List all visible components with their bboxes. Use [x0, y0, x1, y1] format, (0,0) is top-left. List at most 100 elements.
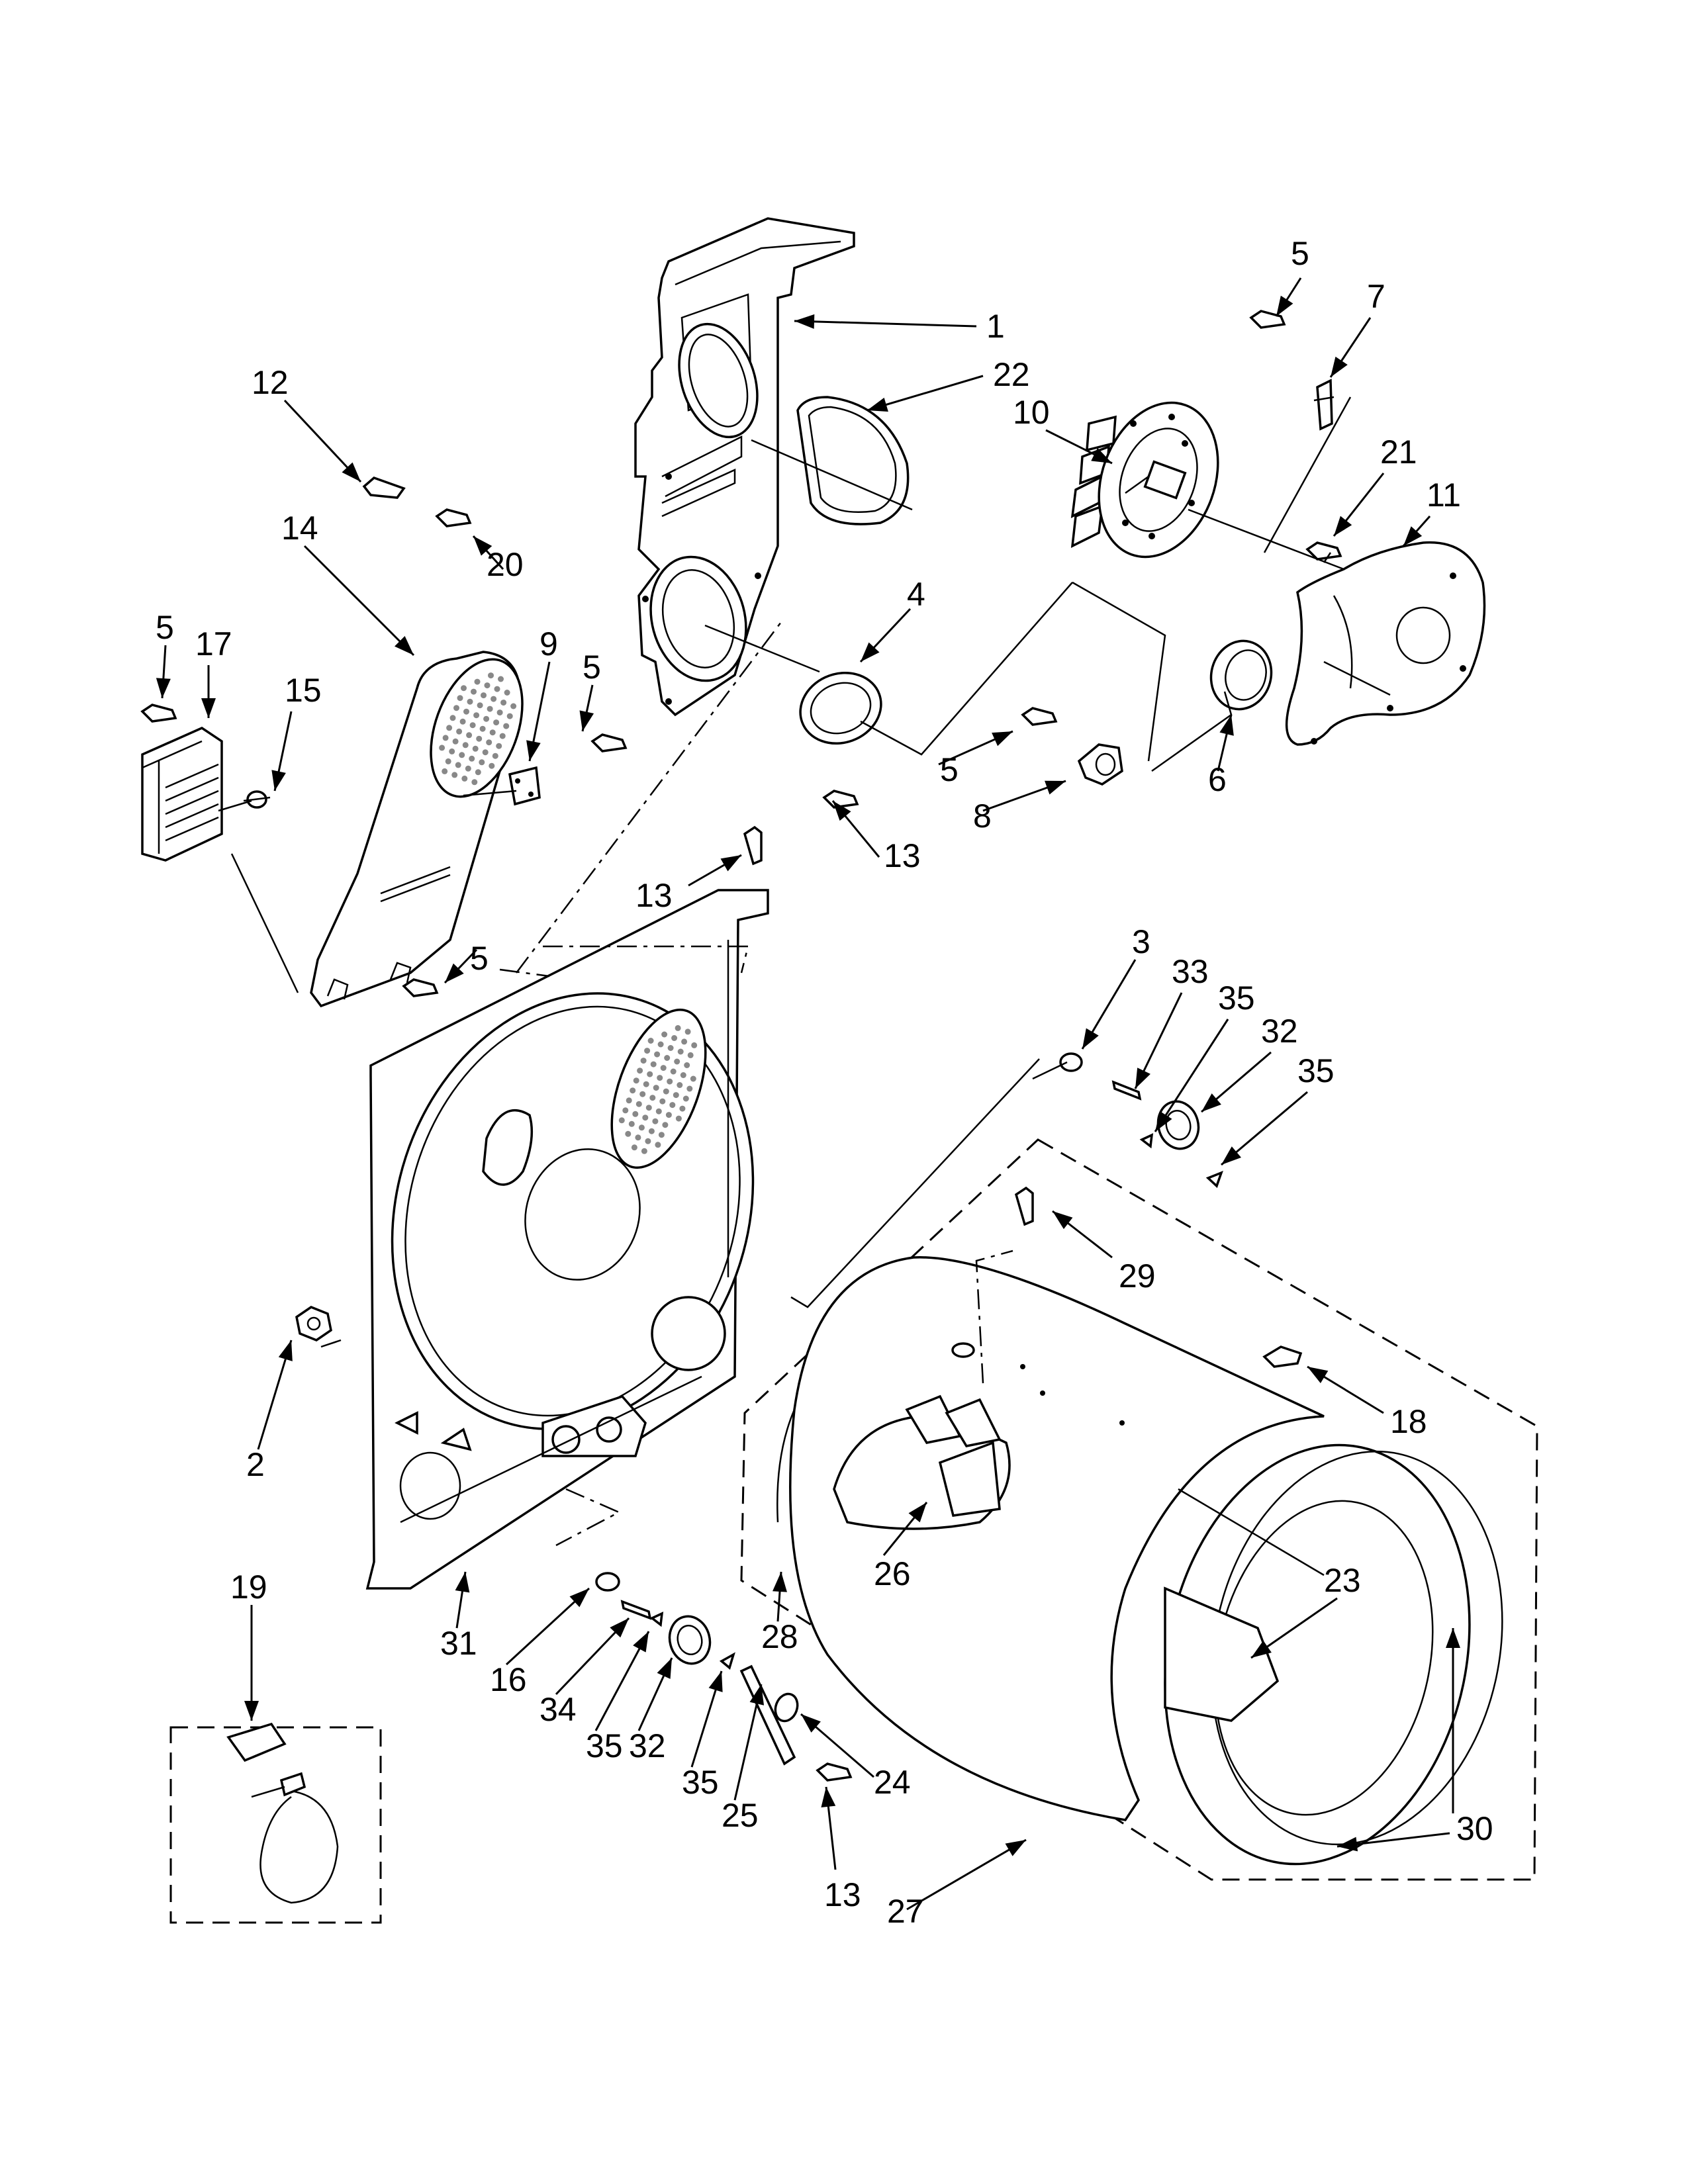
callout-19: 19	[230, 1569, 267, 1606]
perforation-hole	[670, 1068, 677, 1075]
perforation-hole	[655, 1108, 662, 1115]
leader-arrowhead	[579, 710, 594, 731]
leader-arrowhead	[821, 1787, 836, 1808]
part-8-drive-nut	[1077, 743, 1123, 786]
callout-22: 22	[993, 356, 1030, 393]
perforation-hole	[637, 1068, 643, 1074]
perforation-hole	[662, 1122, 669, 1128]
callout-26: 26	[874, 1555, 911, 1592]
perforation-hole	[479, 725, 486, 732]
perforation-hole	[677, 1082, 683, 1088]
perforation-hole	[475, 769, 481, 776]
callout-13-lower: 13	[824, 1876, 861, 1913]
part-22-duct-seal	[796, 396, 910, 525]
perforation-hole	[491, 696, 497, 702]
callout-12: 12	[252, 364, 289, 401]
perforation-hole	[484, 682, 491, 689]
perforation-hole	[628, 1120, 635, 1127]
callout-3: 3	[1132, 923, 1150, 960]
leader-arrowhead	[1045, 780, 1066, 795]
perforation-hole	[635, 1101, 642, 1107]
perforation-hole	[455, 762, 461, 768]
perforation-hole	[449, 748, 455, 754]
perforation-hole	[633, 1077, 639, 1084]
part-2-nut	[295, 1306, 332, 1342]
leader-arrowhead	[1307, 1367, 1329, 1383]
perforation-hole	[477, 702, 483, 709]
perforation-hole	[674, 1058, 680, 1065]
leader-arrowhead	[708, 1671, 723, 1692]
callout-25: 25	[722, 1797, 759, 1834]
perforation-hole	[679, 1105, 686, 1112]
perforation-hole	[466, 732, 473, 739]
perforation-hole	[653, 1085, 659, 1091]
perforation-hole	[488, 672, 494, 679]
callout-5-top: 5	[1291, 235, 1309, 272]
perforation-hole	[461, 775, 468, 782]
leader-arrowhead	[1337, 1837, 1358, 1852]
perforation-hole	[496, 709, 503, 716]
part-14-heater-duct	[310, 651, 524, 1008]
perforation-hole	[644, 1048, 651, 1054]
perforation-hole	[489, 729, 496, 736]
perforation-hole	[499, 733, 506, 739]
perforation-hole	[486, 739, 492, 746]
perforation-hole	[465, 765, 471, 772]
callout-16: 16	[490, 1661, 527, 1698]
perforation-hole	[647, 1038, 654, 1044]
leader-arrowhead	[1221, 1146, 1242, 1165]
leader-arrowhead	[992, 731, 1013, 747]
leader-arrowhead	[1334, 516, 1352, 536]
perforation-hole	[639, 1091, 646, 1097]
perforation-hole	[487, 705, 493, 712]
screws	[140, 310, 1342, 1782]
perforation-hole	[667, 1045, 674, 1051]
perforation-hole	[471, 779, 478, 786]
leader-arrowhead	[867, 397, 888, 412]
callout-35-d: 35	[682, 1764, 719, 1801]
callout-8: 8	[973, 797, 992, 835]
perforation-hole	[671, 1035, 678, 1041]
leader-arrowhead	[1219, 715, 1234, 736]
perforation-hole	[640, 1058, 647, 1064]
callout-21: 21	[1380, 433, 1417, 471]
callout-34: 34	[539, 1691, 577, 1728]
callout-6: 6	[1208, 761, 1227, 798]
perforation-hole	[654, 1051, 661, 1058]
perforation-hole	[645, 1105, 652, 1111]
perforation-hole	[667, 1078, 673, 1085]
leader-arrowhead	[861, 642, 880, 662]
part-18-slide	[1262, 1345, 1303, 1368]
perforation-hole	[618, 1117, 625, 1124]
perforation-hole	[457, 695, 463, 702]
callout-24: 24	[874, 1764, 911, 1801]
perforation-hole	[493, 719, 500, 726]
perforation-hole	[503, 723, 510, 729]
perforation-hole	[459, 752, 465, 758]
leader-arrowhead	[244, 1701, 259, 1721]
leader-arrowhead	[1082, 1028, 1099, 1049]
perforation-hole	[456, 728, 463, 735]
callout-13-upper: 13	[884, 837, 921, 874]
callout-27: 27	[887, 1893, 924, 1930]
perforation-hole	[476, 735, 483, 742]
perforation-hole	[445, 758, 451, 764]
leader-arrowhead	[720, 855, 741, 872]
leader-arrowhead	[833, 801, 851, 821]
callout-17: 17	[195, 625, 232, 662]
part-7-clip	[1313, 379, 1335, 431]
perforation-hole	[641, 1148, 647, 1154]
perforation-hole	[660, 1065, 667, 1071]
callout-5-heater: 5	[583, 649, 601, 686]
part-27-drum-assembly	[740, 1138, 1538, 1881]
part-12-bracket	[362, 477, 406, 499]
perforation-hole	[626, 1097, 632, 1104]
perforation-hole	[506, 713, 513, 719]
leader-line	[794, 320, 977, 328]
perforation-hole	[684, 1028, 691, 1035]
callout-14: 14	[281, 510, 318, 547]
leader-arrowhead	[657, 1658, 672, 1679]
perforation-hole	[483, 715, 490, 722]
leader-line	[303, 545, 415, 657]
perforation-hole	[498, 676, 504, 682]
